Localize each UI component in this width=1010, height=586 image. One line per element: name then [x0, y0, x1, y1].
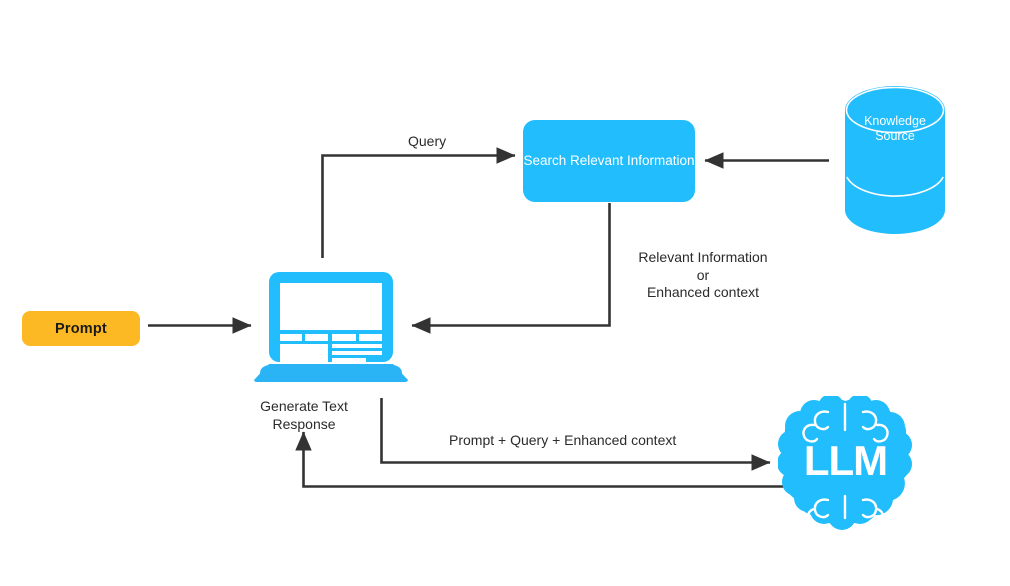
search-relevant-information-node[interactable]: Search Relevant Information	[523, 120, 695, 202]
laptop-caption: Generate Text Response	[260, 398, 348, 432]
laptop-icon	[254, 272, 408, 382]
search-node-label: Search Relevant Information	[523, 152, 695, 168]
prompt-node[interactable]: Prompt	[22, 311, 140, 346]
knowledge-source-label: Knowledge Source	[864, 114, 926, 143]
edge-label-query: Query	[408, 133, 447, 149]
llm-node[interactable]: LLM	[778, 396, 913, 536]
edge-laptop-to-search	[321, 147, 516, 258]
cylinder-icon	[845, 86, 945, 234]
brain-icon	[778, 396, 912, 530]
edge-search-to-laptop	[411, 203, 611, 334]
edge-laptop-to-llm	[380, 398, 771, 471]
llm-label: LLM	[803, 437, 888, 484]
knowledge-source-node[interactable]: Knowledge Source	[843, 84, 947, 236]
laptop-node[interactable]	[250, 272, 412, 382]
edge-label-relevant-information: Relevant Information or Enhanced context	[638, 249, 768, 300]
prompt-node-label: Prompt	[55, 320, 107, 337]
edge-label-combined-context: Prompt + Query + Enhanced context	[449, 432, 677, 448]
